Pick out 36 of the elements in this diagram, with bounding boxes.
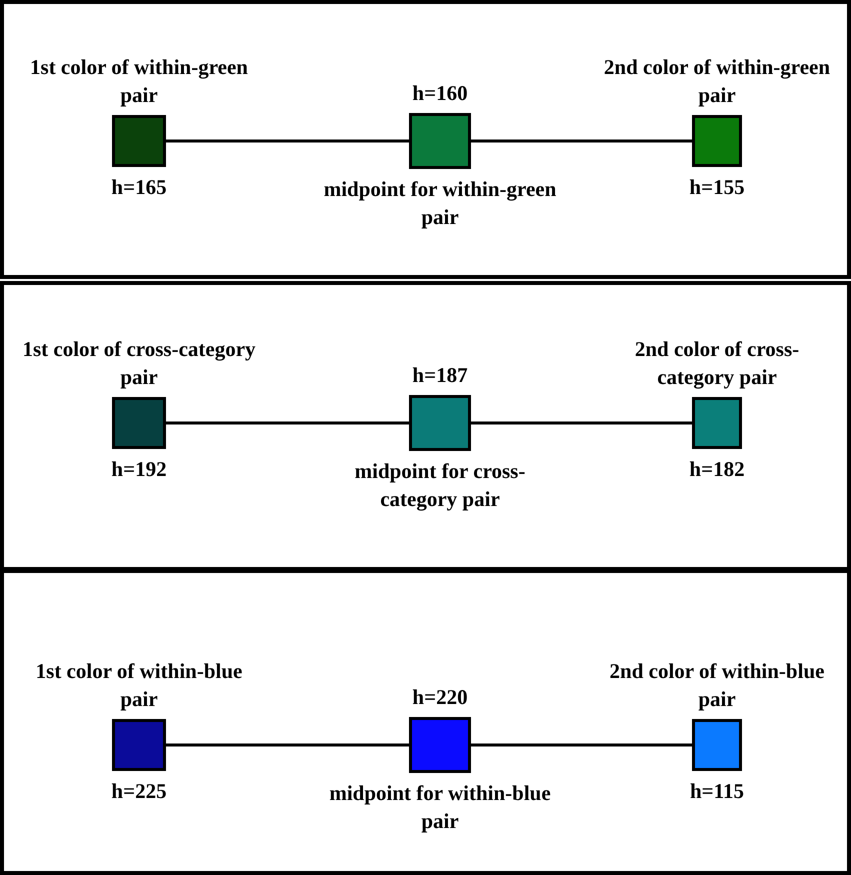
swatch-caption: 2nd color of cross-category pair (634, 336, 800, 391)
connector-line (471, 140, 692, 142)
connector-line (166, 140, 409, 142)
connector-line (166, 422, 409, 424)
panel (0, 569, 851, 875)
hue-value: h=225 (110, 778, 168, 805)
color-swatch (692, 115, 742, 167)
hue-value: h=182 (688, 456, 746, 483)
connector-line (471, 422, 692, 424)
connector-line (471, 744, 692, 746)
color-swatch (112, 397, 166, 449)
color-swatch (112, 115, 166, 167)
hue-value: h=115 (689, 778, 745, 805)
hue-value: h=187 (411, 362, 469, 389)
hue-value: h=160 (411, 80, 469, 107)
color-swatch (692, 397, 742, 449)
hue-value: h=165 (110, 174, 168, 201)
swatch-caption: midpoint for within-green pair (322, 176, 558, 231)
swatch-caption: 1st color of within-blue pair (34, 658, 244, 713)
connector-line (166, 744, 409, 746)
swatch-caption: 1st color of cross-category pair (21, 336, 257, 391)
hue-value: h=192 (110, 456, 168, 483)
color-swatch (692, 719, 742, 771)
hue-value: h=220 (411, 684, 469, 711)
swatch-caption: 2nd color of within-green pair (602, 54, 832, 109)
hue-value: h=155 (688, 174, 746, 201)
swatch-caption: 1st color of within-green pair (29, 54, 249, 109)
color-swatch (409, 717, 471, 773)
panel (0, 0, 851, 279)
swatch-caption: midpoint for cross-category pair (354, 458, 526, 513)
color-swatch (112, 719, 166, 771)
color-swatch (409, 395, 471, 451)
panel (0, 281, 851, 571)
swatch-caption: midpoint for within-blue pair (328, 780, 552, 835)
color-swatch (409, 113, 471, 169)
swatch-caption: 2nd color of within-blue pair (608, 658, 826, 713)
